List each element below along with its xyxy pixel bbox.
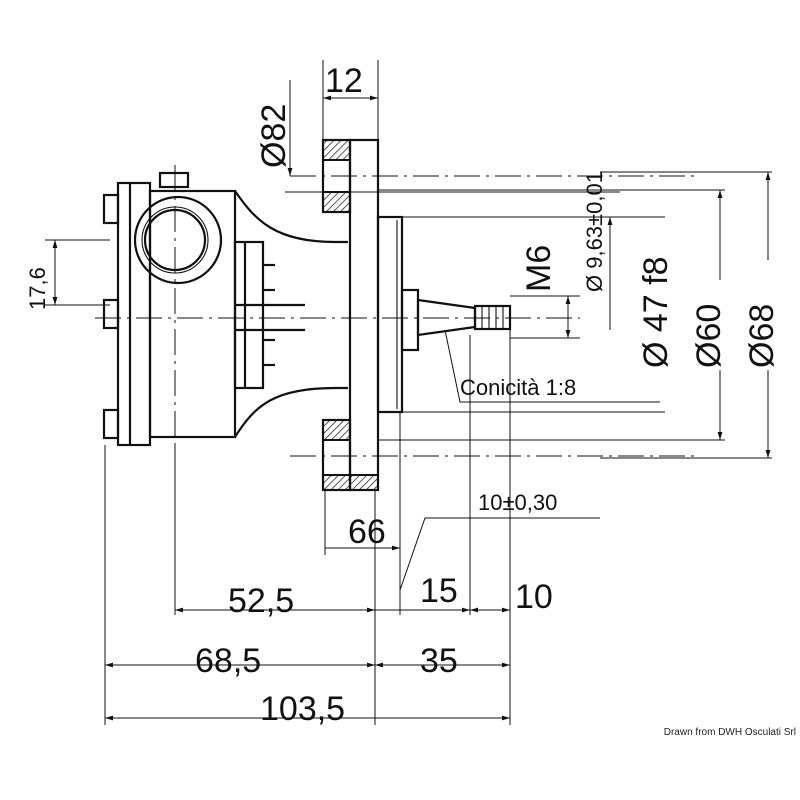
dim-35: 35 bbox=[420, 642, 458, 680]
dim-66: 66 bbox=[348, 513, 386, 551]
dim-52-5: 52,5 bbox=[228, 582, 294, 620]
bolt-head-top bbox=[102, 193, 120, 225]
taper-label: Conicità 1:8 bbox=[460, 375, 576, 400]
dim-10: 10 bbox=[515, 578, 553, 616]
dim-60: Ø60 bbox=[690, 304, 728, 368]
hub bbox=[400, 288, 420, 352]
dim-port-offset: 17,6 bbox=[25, 267, 50, 310]
dim-68: Ø68 bbox=[743, 304, 781, 368]
dim-12: 12 bbox=[325, 62, 363, 100]
top-bolt bbox=[158, 171, 190, 189]
port-outer bbox=[133, 195, 223, 285]
bolt-head-middle bbox=[102, 298, 120, 330]
dim-shaft-tolerance: Ø 9,63±0,01 bbox=[582, 171, 607, 292]
dim-overall-length: 103,5 bbox=[260, 690, 345, 728]
dim-bolt-circle: Ø82 bbox=[255, 104, 293, 168]
dim-15: 15 bbox=[420, 572, 458, 610]
pilot bbox=[376, 215, 404, 414]
dim-pilot: Ø 47 f8 bbox=[637, 256, 675, 368]
credit-text: Drawn from DWH Osculati Srl bbox=[663, 727, 796, 738]
bolt-head-bottom bbox=[102, 408, 120, 440]
dim-thread: M6 bbox=[520, 245, 558, 292]
dim-shaft-length-tolerance: 10±0,30 bbox=[478, 490, 557, 515]
dimension-lines bbox=[45, 60, 772, 725]
dim-68-5: 68,5 bbox=[195, 642, 261, 680]
